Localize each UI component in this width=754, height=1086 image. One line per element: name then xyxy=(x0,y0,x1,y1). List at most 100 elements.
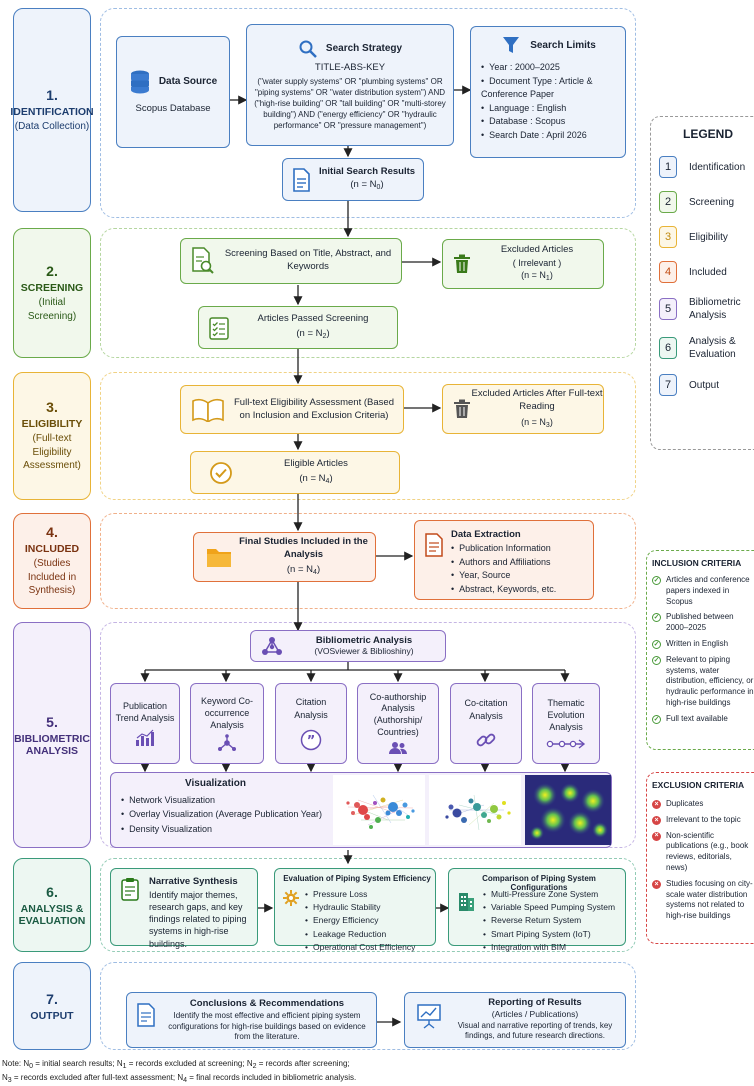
footnote-text: = records excluded after full-text asses… xyxy=(11,1072,184,1082)
subscript: 4 xyxy=(183,1076,187,1084)
search-limits-list: Year : 2000–2025 Document Type : Article… xyxy=(481,61,617,142)
search-limits-box: Search Limits Year : 2000–2025 Document … xyxy=(470,26,626,158)
footnote-prefix: Note: N xyxy=(2,1059,30,1068)
zone-output xyxy=(100,962,636,1050)
legend-swatch: 6 xyxy=(659,337,677,359)
legend-label: Bibliometric Analysis xyxy=(689,297,741,321)
footnote-line-2: N3 = records excluded after full-text as… xyxy=(2,1072,742,1086)
legend-label: Eligibility xyxy=(689,231,728,243)
stage-name: BIBLIOMETRIC ANALYSIS xyxy=(14,732,90,757)
data-source-value: Scopus Database xyxy=(135,102,211,114)
legend-swatch: 4 xyxy=(659,261,677,283)
initial-results-box: Initial Search Results (n = N0) xyxy=(282,158,424,201)
stage-output: 7. OUTPUT xyxy=(13,962,91,1050)
stage-number: 2. xyxy=(46,263,58,279)
check-circle-icon xyxy=(210,461,232,484)
legend-label: Included xyxy=(689,266,727,278)
list-item: Authors and Affiliations xyxy=(451,556,556,570)
zone-eligibility xyxy=(100,372,636,500)
footnote-text: = initial search results; N xyxy=(33,1059,123,1068)
list-item: Database : Scopus xyxy=(481,115,617,129)
footnote-line-1: Note: N0 = initial search results; N1 = … xyxy=(2,1058,742,1072)
inclusion-item: ✓Relevant to piping systems, water distr… xyxy=(652,655,754,709)
narrative-title: Narrative Synthesis xyxy=(149,876,238,887)
conclusions-box: Conclusions & Recommendations Identify t… xyxy=(126,992,377,1048)
clipboard-icon xyxy=(121,878,139,901)
inclusion-item: ✓ Written in English xyxy=(652,639,754,650)
list-item: Document Type : Article & Conference Pap… xyxy=(481,75,617,102)
exclusion-item: ×Duplicates xyxy=(652,799,754,810)
comparison-list: Multi-Pressure Zone System Variable Spee… xyxy=(483,888,615,954)
fulltext-assessment-box: Full-text Eligibility Assessment (Based … xyxy=(180,385,404,434)
conclusions-title: Conclusions & Recommendations xyxy=(189,998,345,1009)
check-icon: ✓ xyxy=(652,613,661,623)
book-icon xyxy=(192,398,224,422)
screening-box: Screening Based on Title, Abstract, and … xyxy=(180,238,402,284)
search-limits-title: Search Limits xyxy=(530,39,596,51)
list-item: Leakage Reduction xyxy=(305,928,415,941)
list-item: Pressure Loss xyxy=(305,888,415,901)
efficiency-evaluation-box: Evaluation of Piping System Efficiency P… xyxy=(274,868,436,952)
subscript: 0 xyxy=(376,184,381,192)
stage-eligibility: 3. ELIGIBILITY (Full-text Eligibility As… xyxy=(13,372,91,500)
list-item: Smart Piping System (IoT) xyxy=(483,928,615,941)
stage-subtitle: (Full-text Eligibility Assessment) xyxy=(23,433,81,472)
analysis-card-cocitation: Co-citation Analysis xyxy=(450,683,522,764)
stage-number: 7. xyxy=(46,990,58,1007)
analysis-card-citation: Citation Analysis ” xyxy=(275,683,347,764)
reporting-text: Visual and narrative reporting of trends… xyxy=(457,1021,613,1041)
check-icon: ✓ xyxy=(652,576,661,585)
criteria-text: Written in English xyxy=(666,638,729,648)
reporting-box: Reporting of Results (Articles / Publica… xyxy=(404,992,626,1048)
filter-icon xyxy=(503,37,520,53)
subscript: 4 xyxy=(325,478,330,486)
excluded-fulltext-title: Excluded Articles After Full-text Readin… xyxy=(471,387,603,412)
criteria-text: Irrelevant to the topic xyxy=(666,814,741,824)
list-item: Overlay Visualization (Average Publicati… xyxy=(121,807,322,821)
stage-number: 6. xyxy=(46,883,58,900)
analysis-label: Publication Trend Analysis xyxy=(115,700,175,723)
subscript: 2 xyxy=(322,333,327,341)
data-extraction-list: Publication Information Authors and Affi… xyxy=(451,542,556,596)
stage-name: ELIGIBILITY xyxy=(21,418,83,431)
analysis-label: Co-authorship Analysis (Authorship/ Coun… xyxy=(369,691,427,737)
legend-title: LEGEND xyxy=(683,127,734,141)
stage-name: OUTPUT xyxy=(30,1009,74,1022)
footnote-text: = records excluded at screening; N xyxy=(126,1059,253,1068)
stage-name: IDENTIFICATION xyxy=(10,105,94,118)
trash-icon xyxy=(454,399,470,418)
narrative-text: Identify major themes, research gaps, an… xyxy=(149,890,247,949)
stage-identification: 1. IDENTIFICATION (Data Collection) xyxy=(10,8,94,212)
passed-title: Articles Passed Screening xyxy=(257,313,369,325)
criteria-text: Articles and conference papers indexed i… xyxy=(666,575,750,606)
cross-icon: × xyxy=(652,879,661,889)
data-extraction-box: Data Extraction Publication Information … xyxy=(414,520,594,600)
inclusion-item: ✓Published between 2000–2025 xyxy=(652,612,754,634)
list-item: Year : 2000–2025 xyxy=(481,61,617,75)
list-item: Abstract, Keywords, etc. xyxy=(451,583,556,597)
inclusion-item: ✓Full text available xyxy=(652,714,754,725)
zone-identification xyxy=(100,8,636,218)
analysis-card-coauthorship: Co-authorship Analysis (Authorship/ Coun… xyxy=(357,683,439,764)
list-item: Language : English xyxy=(481,102,617,116)
stage-subtitle: (Initial Screening) xyxy=(27,297,77,322)
visualization-title: Visualization xyxy=(185,778,246,789)
search-strategy-key: TITLE-ABS-KEY xyxy=(314,61,386,73)
subscript: 1 xyxy=(122,1063,127,1070)
legend-swatch: 3 xyxy=(659,226,677,248)
screening-title: Screening Based on Title, Abstract, and … xyxy=(224,248,392,272)
quote-icon: ” xyxy=(300,729,322,750)
exclusion-item: ×Irrelevant to the topic xyxy=(652,815,754,826)
stage-number: 3. xyxy=(46,399,58,416)
stage-included: 4. INCLUDED (Studies Included in Synthes… xyxy=(13,513,91,609)
list-item: Energy Efficiency xyxy=(305,914,415,927)
check-icon: ✓ xyxy=(652,639,661,649)
list-item: Publication Information xyxy=(451,542,556,556)
stage-number: 4. xyxy=(46,524,58,541)
folder-icon xyxy=(207,549,231,567)
list-item: Multi-Pressure Zone System xyxy=(483,888,615,901)
criteria-text: Duplicates xyxy=(666,799,704,808)
list-item: Year, Source xyxy=(451,569,556,583)
